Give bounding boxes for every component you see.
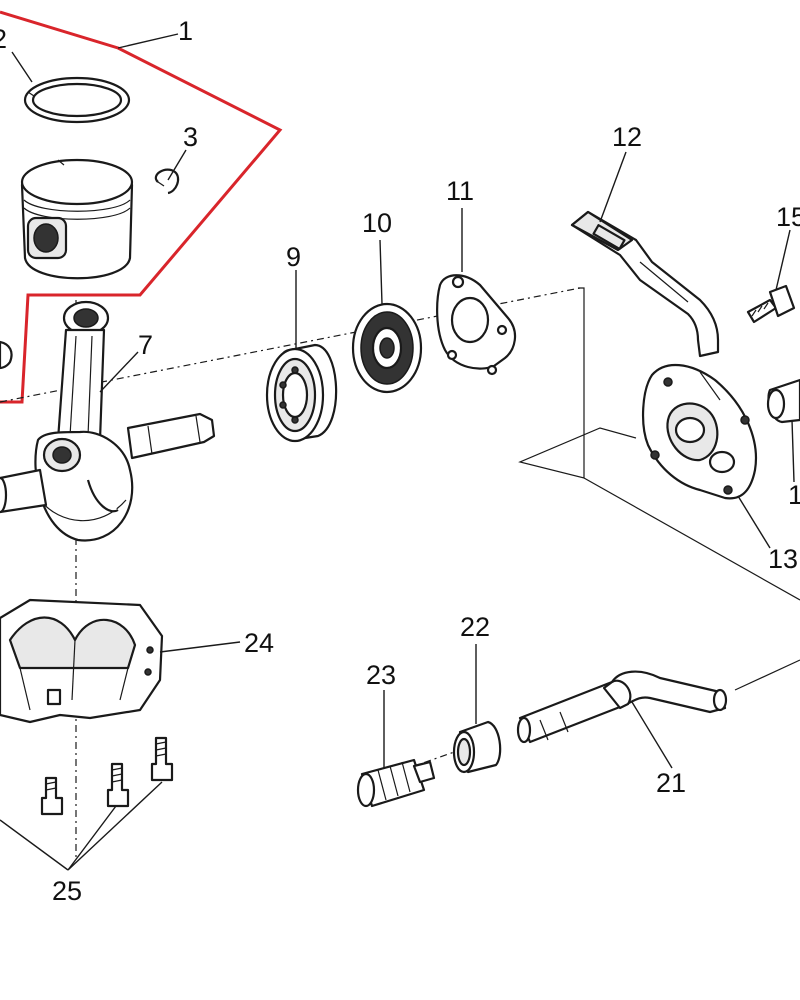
callout-10: 10: [362, 208, 392, 238]
callout-2: 2: [0, 24, 7, 54]
callout-11: 11: [446, 176, 474, 206]
piston-clip: [154, 168, 180, 195]
leader-21: [631, 701, 673, 769]
piston: [20, 158, 134, 280]
leader-15: [775, 229, 791, 291]
callout-16: 1: [788, 480, 800, 510]
leader-25c: [67, 781, 163, 871]
callout-9: 9: [286, 242, 301, 272]
callout-22: 22: [460, 612, 490, 642]
pump-bracket-lines: [518, 287, 637, 479]
crank-axis-line: [0, 287, 581, 403]
oil-pump-body: [641, 363, 757, 500]
callout-15: 15: [776, 202, 800, 232]
crankcase-half: [0, 598, 164, 724]
callout-3: 3: [183, 122, 198, 152]
pump-gasket-plate: [436, 274, 517, 376]
crank-seal: [351, 302, 423, 394]
callout-21: 21: [656, 768, 686, 798]
oil-filter: [356, 758, 436, 808]
pump-drive-shaft: [570, 210, 720, 358]
crankcase-screws: [40, 736, 174, 816]
callout-12: 12: [612, 122, 642, 152]
callout-23: 23: [366, 660, 396, 690]
leader-7: [99, 351, 139, 393]
pump-sleeve: [452, 720, 502, 774]
leader-25a: [0, 819, 69, 871]
piston-ring: [23, 76, 131, 124]
crankshaft-assembly: [0, 300, 216, 542]
callout-25: 25: [52, 876, 82, 906]
oil-hose: [516, 670, 728, 744]
callout-7: 7: [138, 330, 153, 360]
leader-25b: [67, 805, 117, 871]
leader-12: [599, 151, 627, 223]
crank-bearing: [265, 343, 338, 443]
leader-13: [737, 495, 771, 549]
bushing: [766, 378, 800, 424]
pump-bracket-line-2: [583, 477, 800, 601]
pump-screw: [746, 284, 796, 324]
callout-13: 13: [768, 544, 798, 574]
leader-3: [167, 149, 187, 181]
piston-pin-stub: [0, 340, 13, 370]
leader-1: [117, 33, 179, 49]
hose-leader-line: [734, 659, 800, 691]
leader-10: [379, 239, 383, 305]
callout-24: 24: [244, 628, 274, 658]
leader-24: [159, 641, 241, 653]
leader-16: [791, 419, 795, 483]
callout-1: 1: [178, 16, 193, 46]
leader-2: [11, 51, 33, 83]
